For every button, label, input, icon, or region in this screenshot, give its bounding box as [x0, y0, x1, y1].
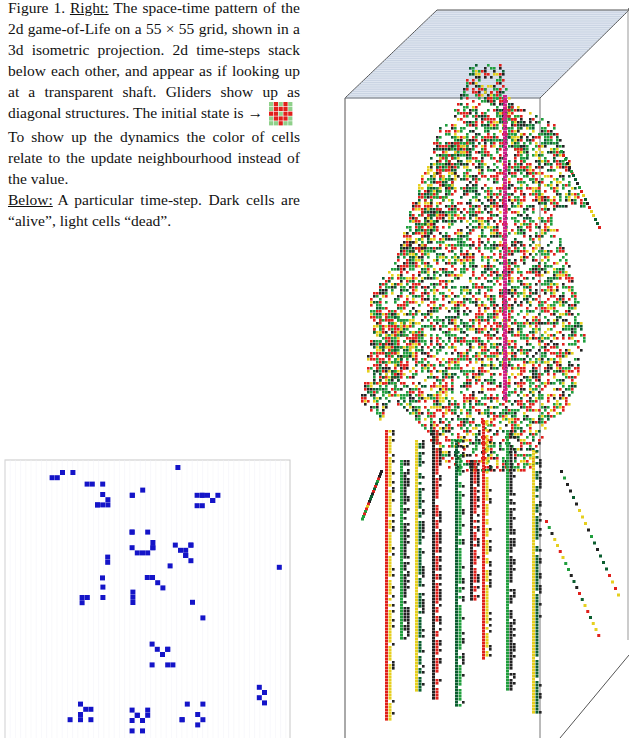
section-marker: Right:	[70, 0, 109, 16]
time-step-grid	[5, 460, 290, 738]
initial-state-icon	[269, 102, 293, 126]
section-marker: Below:	[8, 191, 53, 208]
figure-number: Figure 1.	[8, 0, 65, 16]
figure-caption: Figure 1. Right:The space-time pattern of…	[8, 0, 300, 231]
caption-text: The space-time pattern of the 2d game-of…	[8, 0, 300, 121]
space-time-shaft	[345, 8, 629, 738]
caption-text: To show up the dynamics the color of cel…	[8, 128, 300, 187]
